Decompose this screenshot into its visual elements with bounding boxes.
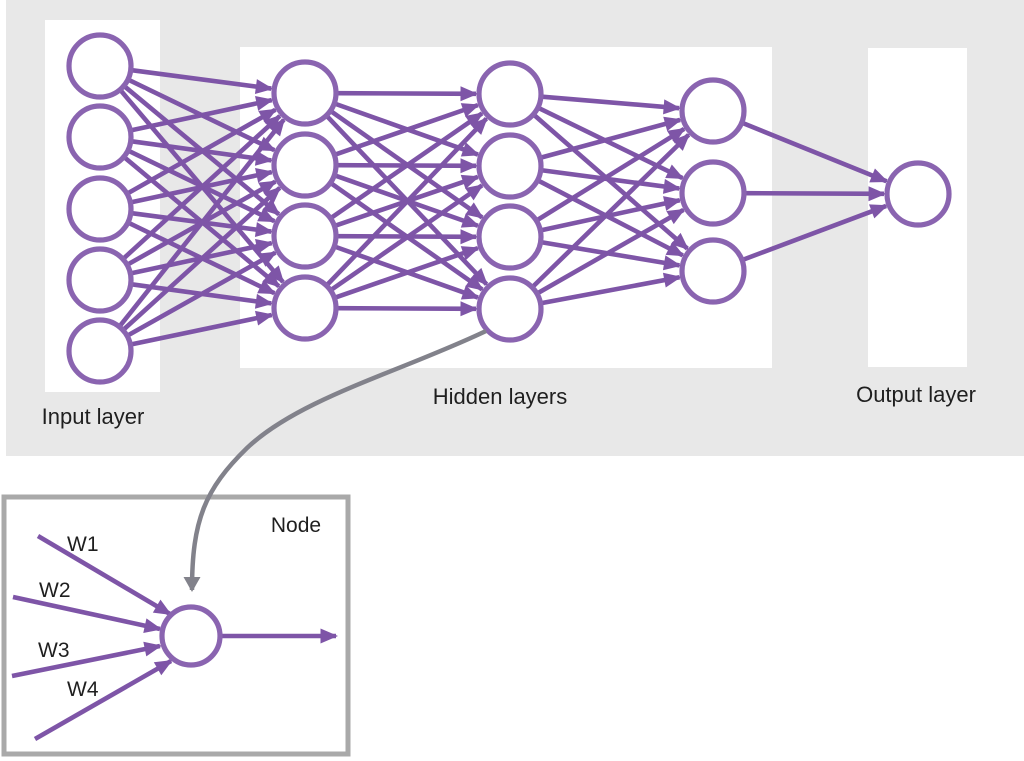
edge-hidden-2-to-hidden-3: [536, 207, 686, 296]
weight-arrow-w1: [36, 534, 172, 616]
hidden-1-node: [271, 202, 339, 270]
edge-hidden-1-to-hidden-2: [329, 183, 484, 292]
inset-node-group: [159, 604, 338, 668]
edge-hidden-3-to-output: [744, 186, 887, 202]
hidden-2-node: [476, 203, 544, 271]
hidden-3-node: [679, 159, 747, 227]
weight-label-w4: W4: [67, 678, 99, 701]
edge-hidden-1-to-hidden-2: [336, 301, 479, 317]
output-node: [884, 160, 952, 228]
edge-input-to-hidden-1: [122, 114, 282, 261]
hidden-2-node: [476, 275, 544, 343]
edge-input-to-hidden-1: [126, 107, 278, 196]
edge-hidden-3-to-output: [742, 203, 889, 262]
network-edges: [118, 67, 889, 347]
edge-hidden-1-to-hidden-2: [325, 116, 489, 287]
edge-input-to-hidden-1: [130, 310, 274, 347]
edge-input-to-hidden-1: [131, 67, 274, 94]
hidden-1-node: [271, 59, 339, 127]
input-node: [66, 175, 134, 243]
edge-hidden-1-to-hidden-2: [334, 102, 480, 157]
edge-hidden-2-to-hidden-3: [540, 196, 682, 233]
edge-input-to-hidden-1: [126, 250, 278, 338]
weight-arrow-w4: [33, 659, 173, 741]
weight-label-w2: W2: [39, 579, 71, 602]
edge-hidden-2-to-hidden-3: [541, 272, 682, 306]
edge-hidden-2-to-hidden-3: [541, 94, 682, 115]
weight-label-w3: W3: [38, 639, 70, 662]
edge-hidden-2-to-hidden-3: [540, 116, 683, 160]
weight-arrow-w3: [11, 641, 162, 679]
output-layer-label: Output layer: [856, 382, 976, 407]
hidden-1-node: [271, 274, 339, 342]
edge-input-to-hidden-1: [122, 186, 282, 332]
edge-hidden-1-to-hidden-2: [334, 245, 480, 300]
inset-node-circle: [159, 604, 223, 668]
edge-hidden-1-to-hidden-2: [329, 111, 484, 220]
edge-input-to-hidden-1: [130, 96, 274, 133]
input-layer-label: Input layer: [42, 404, 145, 429]
edge-hidden-2-to-hidden-3: [531, 133, 691, 289]
edge-hidden-2-to-hidden-3: [537, 178, 685, 258]
zoom-callout-arrow: [183, 328, 487, 592]
edge-hidden-2-to-hidden-3: [535, 126, 686, 223]
edge-hidden-2-to-hidden-3: [532, 113, 689, 251]
edge-hidden-3-to-output: [741, 120, 889, 184]
edge-input-to-hidden-1: [118, 118, 286, 328]
network-nodes: [66, 32, 952, 385]
input-node: [66, 103, 134, 171]
edge-hidden-2-to-hidden-3: [541, 167, 682, 194]
weight-arrow-w2: [12, 594, 162, 634]
weight-label-w1: W1: [67, 533, 99, 556]
hidden-2-node: [476, 132, 544, 200]
edge-hidden-1-to-hidden-2: [336, 86, 479, 102]
hidden-3-node: [679, 237, 747, 305]
input-node: [66, 32, 134, 100]
node-inset-title: Node: [271, 514, 321, 537]
hidden-layers-label: Hidden layers: [433, 384, 568, 409]
input-node: [66, 317, 134, 385]
hidden-3-node: [679, 77, 747, 145]
hidden-1-node: [271, 131, 339, 199]
hidden-2-node: [476, 60, 544, 128]
input-node: [66, 246, 134, 314]
